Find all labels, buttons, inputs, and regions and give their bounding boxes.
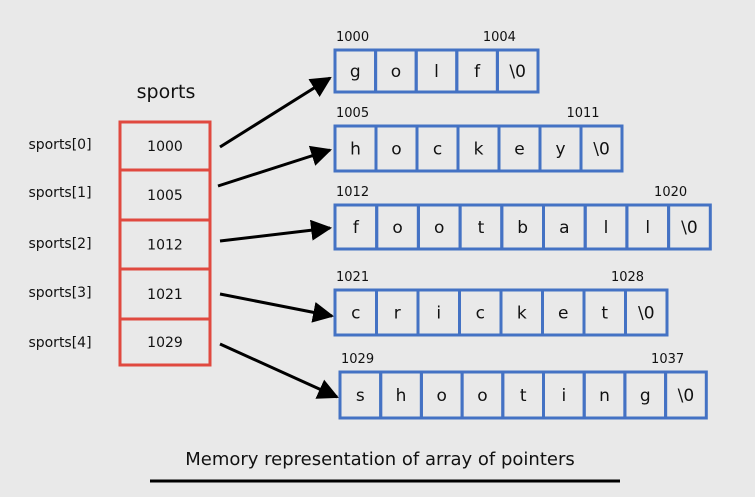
char-value: o: [437, 386, 447, 406]
string-block: s h o o t i n g \0 1029 1037: [338, 352, 708, 420]
char-value: g: [350, 62, 361, 82]
pointer-array: 1000sports[0]1005sports[1]1012sports[2]1…: [28, 120, 212, 367]
pointer-cell: 1029 sports[4]: [28, 317, 212, 367]
char-value: \0: [638, 304, 655, 324]
char-value: i: [436, 304, 441, 324]
end-address: 1004: [483, 30, 516, 45]
start-address: 1000: [336, 30, 369, 45]
char-value: t: [520, 386, 527, 406]
pointer-arrow: [219, 342, 339, 399]
string-block: f o o t b a l l \0 1012 1020: [333, 185, 712, 251]
string-block: g o l f \0 1000 1004: [333, 30, 540, 94]
pointer-value: 1005: [147, 188, 183, 204]
char-value: o: [391, 62, 401, 82]
pointer-value: 1029: [147, 335, 183, 351]
pointer-arrow: [219, 219, 333, 243]
char-value: o: [477, 386, 487, 406]
diagram-caption: Memory representation of array of pointe…: [185, 449, 574, 470]
pointer-cell: 1005 sports[1]: [28, 168, 212, 222]
pointer-arrow: [219, 76, 332, 149]
start-address: 1021: [336, 270, 369, 285]
char-value: e: [514, 140, 524, 160]
char-value: r: [394, 304, 401, 324]
char-value: t: [601, 304, 608, 324]
end-address: 1020: [654, 185, 687, 200]
string-block: h o c k e y \0 1005 1011: [333, 106, 624, 173]
pointer-label: sports[3]: [28, 285, 91, 301]
char-value: e: [558, 304, 568, 324]
char-value: n: [599, 386, 610, 406]
pointer-value: 1000: [147, 139, 183, 155]
char-value: b: [517, 218, 528, 238]
char-value: i: [561, 386, 566, 406]
char-value: a: [559, 218, 569, 238]
start-address: 1005: [336, 106, 369, 121]
end-address: 1011: [566, 106, 599, 121]
pointer-arrow: [219, 292, 335, 323]
pointer-label: sports[0]: [28, 137, 91, 153]
pointer-arrows: [217, 76, 339, 399]
char-value: s: [356, 386, 365, 406]
array-title: sports: [137, 81, 196, 103]
pointer-cell: 1012 sports[2]: [28, 218, 212, 271]
char-cell: [495, 48, 540, 94]
char-value: o: [391, 140, 401, 160]
char-value: y: [555, 140, 565, 160]
char-value: \0: [678, 386, 695, 406]
char-value: t: [478, 218, 485, 238]
char-value: c: [433, 140, 442, 160]
char-cell: [579, 124, 624, 173]
string-block: c r i c k e t \0 1021 1028: [333, 270, 669, 337]
char-cell: [667, 203, 712, 251]
char-value: \0: [593, 140, 610, 160]
end-address: 1028: [611, 270, 644, 285]
pointer-cell-box: [118, 317, 212, 367]
pointer-label: sports[1]: [28, 185, 91, 201]
char-value: k: [474, 140, 484, 160]
char-value: h: [350, 140, 361, 160]
end-address: 1037: [651, 352, 684, 367]
char-cell: [624, 288, 669, 337]
char-value: \0: [681, 218, 698, 238]
char-value: l: [604, 218, 609, 238]
char-cell: [664, 370, 708, 420]
char-value: l: [645, 218, 650, 238]
start-address: 1029: [341, 352, 374, 367]
char-value: o: [392, 218, 402, 238]
char-value: l: [434, 62, 439, 82]
pointer-arrow: [217, 145, 332, 188]
char-value: k: [517, 304, 527, 324]
pointer-cell: 1000 sports[0]: [28, 120, 212, 172]
pointer-label: sports[2]: [28, 236, 91, 252]
pointer-label: sports[4]: [28, 335, 91, 351]
char-value: f: [474, 62, 481, 82]
pointer-value: 1012: [147, 238, 183, 254]
char-value: c: [476, 304, 485, 324]
pointer-cell: 1021 sports[3]: [28, 267, 212, 321]
char-value: f: [353, 218, 360, 238]
char-value: \0: [509, 62, 526, 82]
char-value: o: [434, 218, 444, 238]
start-address: 1012: [336, 185, 369, 200]
char-value: c: [351, 304, 360, 324]
char-value: h: [396, 386, 407, 406]
pointer-value: 1021: [147, 287, 183, 303]
string-blocks: g o l f \0 1000 1004 h o c k e y \0 1005 1011 f o o t b a l l \0…: [333, 30, 712, 420]
char-value: g: [640, 386, 651, 406]
